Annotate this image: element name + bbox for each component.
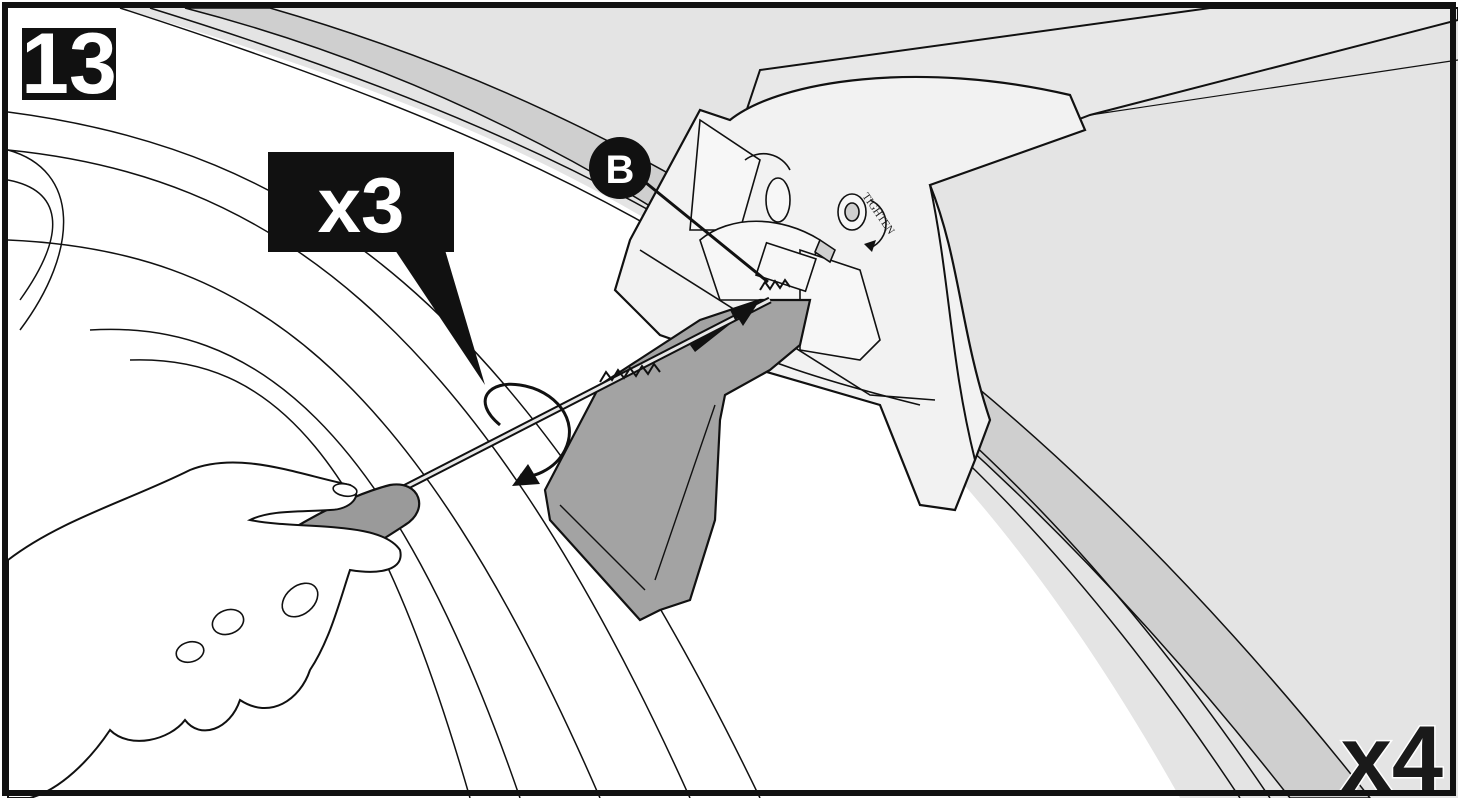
hand [7,461,402,798]
step-number: 13 [21,16,117,112]
quantity-label: x3 [318,161,405,249]
clamp-mechanism [689,118,881,361]
repeat-label: x4 [1341,708,1443,798]
part-callout: B [589,137,769,284]
spring-coil [599,278,791,383]
push-arrow-icon [690,300,760,352]
part-label: B [606,148,635,192]
quantity-callout: x3 [268,152,485,385]
rotate-arrow-icon [483,382,571,478]
step-number-badge: 13 [21,16,117,112]
fingernails [175,482,358,664]
tighten-arrow-icon [869,199,887,249]
loosen-arrow-icon [744,153,791,171]
